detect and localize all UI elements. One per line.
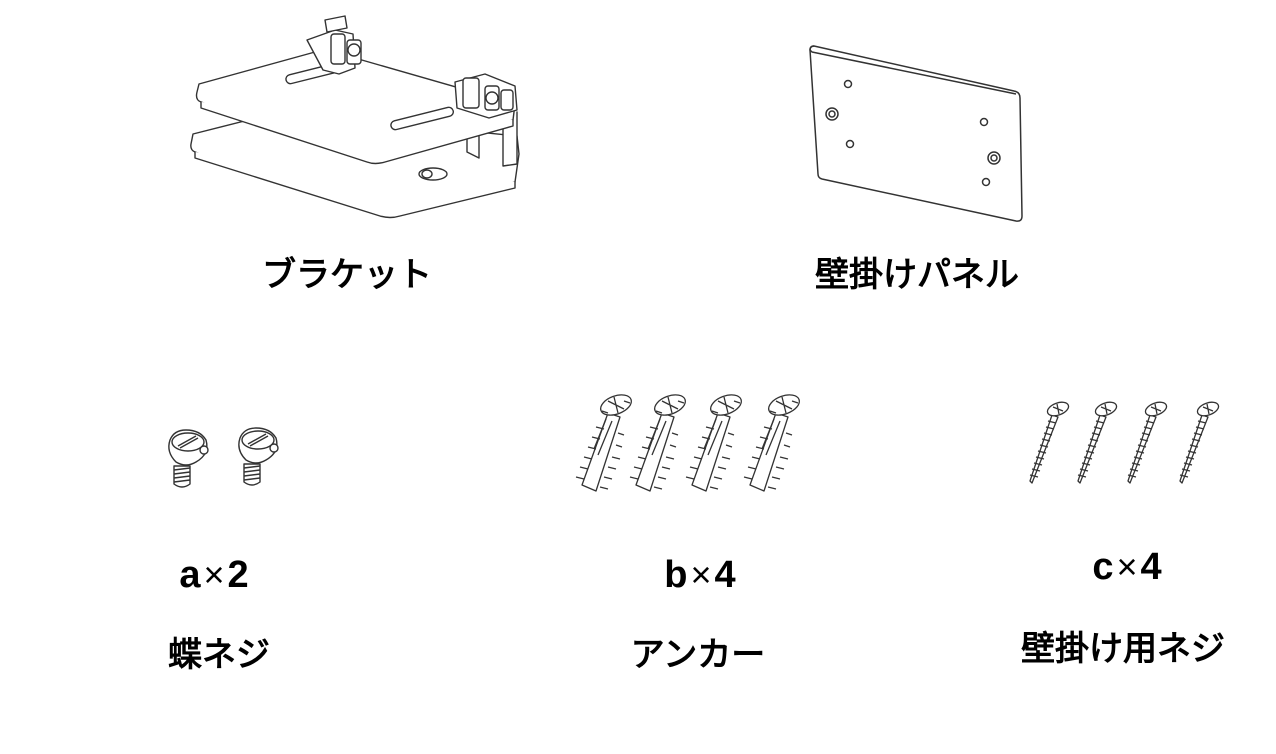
wall-screw-icon (1018, 395, 1233, 487)
wall-panel-icon (798, 40, 1036, 225)
bracket-icon (185, 12, 530, 220)
wing-screw-quantity: a×2 (162, 556, 266, 594)
wall-screw-label: 壁掛け用ネジ (1021, 629, 1225, 669)
wall-screw-times: × (1116, 546, 1138, 587)
wall-screw-count: 4 (1140, 546, 1162, 588)
anchor-count: 4 (714, 554, 736, 596)
anchor-times: × (690, 554, 712, 595)
wing-screw-count: 2 (227, 554, 249, 596)
wing-screw-icon (160, 418, 305, 493)
bracket-label: ブラケット (262, 255, 432, 295)
wall-panel-label: 壁掛けパネル (815, 255, 1019, 295)
wall-screw-quantity: c×4 (1078, 548, 1176, 586)
anchor-code: b (664, 554, 688, 596)
wing-screw-times: × (203, 554, 225, 595)
wing-screw-label: 蝶ネジ (168, 635, 270, 675)
wall-screw-code: c (1092, 546, 1114, 588)
anchor-quantity: b×4 (650, 556, 750, 594)
anchor-icon (572, 385, 820, 497)
anchor-label: アンカー (630, 635, 766, 675)
wing-screw-code: a (179, 554, 201, 596)
